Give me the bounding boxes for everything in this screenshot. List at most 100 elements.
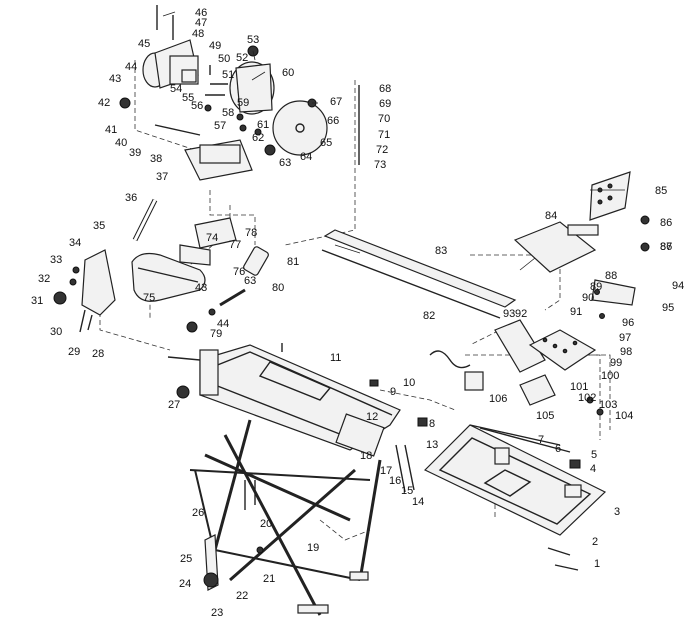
- callout: 49: [209, 40, 221, 52]
- callout: 35: [93, 220, 105, 232]
- callout: 96: [622, 317, 634, 329]
- callout: 55: [182, 92, 194, 104]
- callout: 71: [378, 129, 390, 141]
- callout: 66: [327, 115, 339, 127]
- callout: 72: [376, 144, 388, 156]
- cart-table: [528, 329, 597, 371]
- callout: 23: [211, 607, 223, 619]
- knob: [53, 291, 67, 305]
- callout: 76: [233, 266, 245, 278]
- callout: 16: [389, 475, 401, 487]
- drive-belt: [131, 252, 206, 302]
- motor-nut: [119, 97, 131, 109]
- frame-bracket: [335, 413, 385, 457]
- callout: 24: [179, 578, 191, 590]
- callout: 94: [672, 280, 684, 292]
- callout: 93: [503, 308, 515, 320]
- callout: 17: [380, 465, 392, 477]
- callout: 101: [570, 381, 588, 393]
- roller: [243, 246, 269, 276]
- callout: 84: [545, 210, 557, 222]
- callout: 54: [170, 83, 182, 95]
- callout: 88: [605, 270, 617, 282]
- callout: 82: [423, 310, 435, 322]
- callout: 25: [180, 553, 192, 565]
- wheel: [203, 572, 219, 588]
- motor-assembly: [119, 5, 360, 181]
- pump-cord: [429, 350, 471, 369]
- side-bracket: [81, 249, 116, 316]
- water-tray: [395, 424, 607, 571]
- callout: 63: [279, 157, 291, 169]
- tray-drain: [564, 484, 582, 498]
- callout: 52: [236, 52, 248, 64]
- callout: 22: [236, 590, 248, 602]
- callout: 89: [590, 281, 602, 293]
- callout: 74: [206, 232, 218, 244]
- callout: 8: [429, 418, 435, 430]
- callout: 106: [489, 393, 507, 405]
- callout: 11: [330, 352, 341, 364]
- stand-assembly: [189, 419, 382, 616]
- callout: 51: [222, 69, 234, 81]
- callout: 83: [435, 245, 447, 257]
- callout: 70: [378, 113, 390, 125]
- belt-guard: [194, 217, 237, 249]
- callout: 27: [168, 399, 180, 411]
- blade-flange: [264, 144, 276, 156]
- callout: 18: [360, 450, 372, 462]
- callout: 63: [244, 275, 256, 287]
- callout: 92: [515, 308, 527, 320]
- callout: 21: [263, 573, 275, 585]
- callout: 75: [143, 292, 155, 304]
- callout: 64: [300, 151, 312, 163]
- callout: 46: [195, 7, 207, 19]
- guide-rail: [321, 229, 517, 319]
- callout: 57: [214, 120, 226, 132]
- leg-foot: [297, 604, 329, 614]
- callout-labels: 1 2 3 4 5 6 7 8 9 10 11 12 13 14 15 16 1…: [31, 7, 684, 619]
- callout: 61: [257, 119, 269, 131]
- callout: 2: [592, 536, 598, 548]
- rail-assembly: [53, 198, 269, 333]
- callout: 69: [379, 98, 391, 110]
- cart-knob: [640, 242, 650, 252]
- callout: 91: [570, 306, 582, 318]
- callout: 79: [210, 328, 222, 340]
- callout: 34: [69, 237, 81, 249]
- blade-disc: [272, 100, 328, 156]
- rail-tube: [323, 229, 517, 308]
- callout: 36: [125, 192, 137, 204]
- callout: 40: [115, 137, 127, 149]
- frame-end-plate: [199, 349, 219, 396]
- callout: 80: [272, 282, 284, 294]
- callout: 39: [129, 147, 141, 159]
- callout: 98: [620, 346, 632, 358]
- callout: 43: [195, 282, 207, 294]
- fence-clamp: [567, 224, 599, 236]
- callout: 99: [610, 357, 622, 369]
- cart-side-plate: [591, 279, 636, 306]
- locking-knob: [186, 321, 198, 333]
- callout: 28: [92, 348, 104, 360]
- callout: 65: [320, 137, 332, 149]
- callout: 10: [403, 377, 415, 389]
- callout: 85: [655, 185, 667, 197]
- callout: 6: [555, 443, 561, 455]
- callout: 102: [578, 392, 596, 404]
- callout: 56: [191, 100, 203, 112]
- callout: 86: [660, 217, 672, 229]
- main-frame: [167, 343, 428, 457]
- cart-bracket: [494, 319, 546, 373]
- callout: 58: [222, 107, 234, 119]
- callout: 19: [307, 542, 319, 554]
- callout: 32: [38, 273, 50, 285]
- pump: [464, 371, 484, 391]
- callout: 73: [374, 159, 386, 171]
- frame-knob: [176, 385, 190, 399]
- tray-outer: [423, 424, 607, 536]
- callout: 67: [330, 96, 342, 108]
- callout: 86: [660, 241, 672, 253]
- callout: 97: [619, 332, 631, 344]
